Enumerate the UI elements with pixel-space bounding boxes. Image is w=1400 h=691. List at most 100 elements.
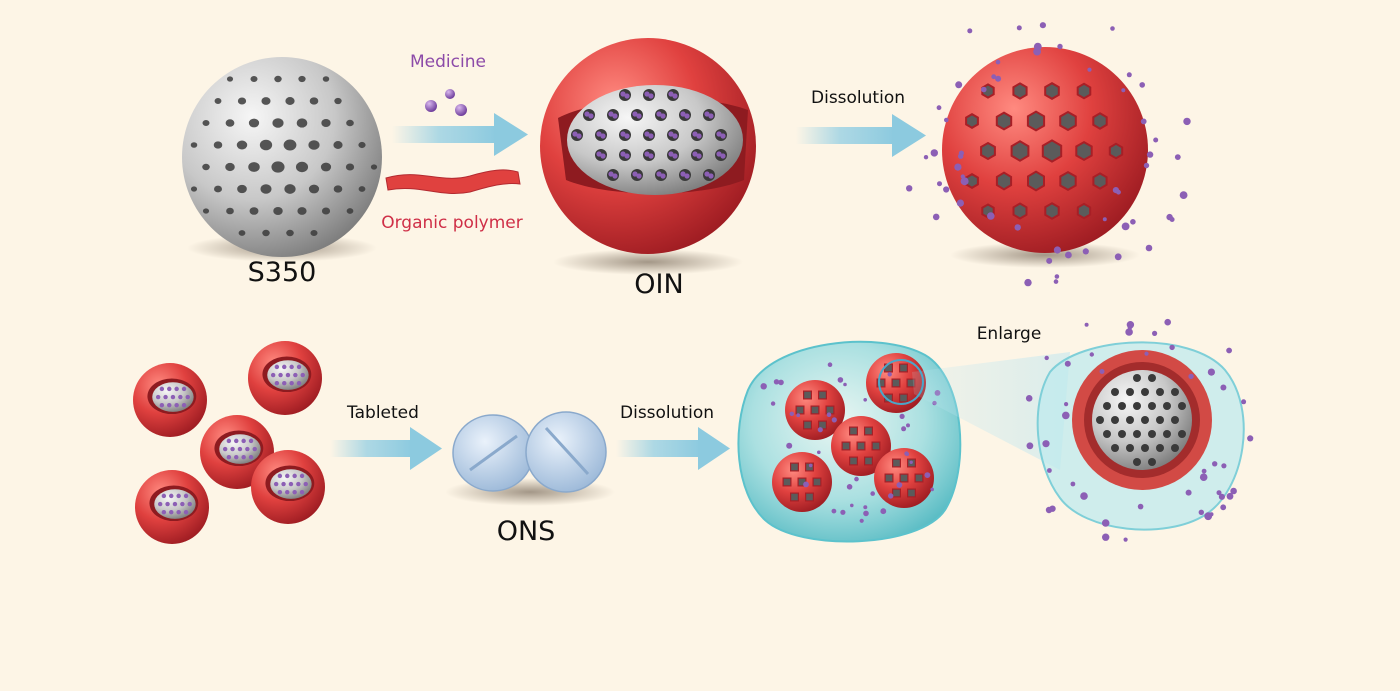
pore xyxy=(237,184,247,194)
drug-molecule xyxy=(863,398,867,402)
drug-molecule xyxy=(1039,22,1046,29)
drug-molecule xyxy=(1070,481,1076,487)
drug-molecule xyxy=(932,213,940,221)
drug-molecule xyxy=(1226,347,1232,354)
cage-opening xyxy=(1026,110,1046,132)
drug-molecule xyxy=(172,501,178,507)
drug-molecule xyxy=(1230,487,1237,495)
drug-molecule xyxy=(576,133,582,139)
drug-molecule xyxy=(624,133,630,139)
arrow-top-1 xyxy=(392,113,528,156)
drug-molecule xyxy=(278,372,283,378)
drug-molecule xyxy=(624,153,630,159)
drug-molecule xyxy=(1102,217,1107,222)
drug-molecule xyxy=(995,75,1002,82)
cage-opening xyxy=(1044,82,1060,100)
drug-molecule xyxy=(584,111,590,117)
pore xyxy=(1171,388,1179,396)
ons-tablets xyxy=(445,411,615,506)
pore xyxy=(249,207,259,215)
pore xyxy=(358,141,366,149)
drug-molecule xyxy=(1226,492,1234,500)
drug-molecule xyxy=(1247,435,1254,442)
pore xyxy=(202,119,210,127)
pore xyxy=(225,119,235,127)
drug-molecule xyxy=(632,111,638,117)
drug-molecule xyxy=(185,394,190,400)
drug-molecule xyxy=(906,423,910,428)
pore xyxy=(345,163,355,171)
drug-molecule xyxy=(299,473,305,479)
drug-molecule xyxy=(572,131,578,137)
drug-molecule xyxy=(282,380,287,386)
drug-molecule xyxy=(1199,473,1208,482)
drug-molecule xyxy=(704,171,710,177)
drug-molecule xyxy=(1033,42,1042,51)
pore xyxy=(260,184,272,194)
drug-molecule xyxy=(169,493,174,499)
pore xyxy=(1148,402,1156,410)
pore xyxy=(225,162,235,172)
drug-molecule xyxy=(1126,321,1135,329)
drug-molecule xyxy=(1082,248,1089,255)
drug-molecule xyxy=(967,28,973,34)
drug-molecule xyxy=(1116,189,1121,195)
drug-molecule xyxy=(1212,461,1218,467)
pore xyxy=(1126,416,1134,424)
drug-molecule xyxy=(837,377,844,383)
drug-molecule xyxy=(773,379,780,385)
drug-molecule xyxy=(1198,509,1205,515)
drug-molecule xyxy=(1053,279,1059,284)
drug-molecule xyxy=(600,133,606,139)
pore xyxy=(333,185,343,193)
pore xyxy=(202,163,210,171)
drug-molecule xyxy=(831,508,837,514)
dissolving-particle-small xyxy=(831,416,891,476)
drug-molecule xyxy=(241,438,246,444)
drug-molecule xyxy=(1057,43,1063,50)
pore xyxy=(236,140,248,150)
drug-molecule xyxy=(1145,244,1153,252)
drug-molecule xyxy=(181,386,187,392)
drug-molecule xyxy=(796,413,801,418)
pore xyxy=(298,75,306,83)
pore xyxy=(226,207,234,215)
drug-molecule xyxy=(167,402,172,408)
drug-molecule xyxy=(161,493,167,499)
enlarge-label: Enlarge xyxy=(977,324,1042,344)
drug-molecule xyxy=(954,163,962,171)
pore xyxy=(1126,388,1134,396)
drug-molecule xyxy=(289,380,294,386)
drug-molecule xyxy=(176,493,181,499)
drug-molecule xyxy=(899,413,905,419)
drug-molecule xyxy=(1045,506,1053,514)
drug-molecule xyxy=(161,509,167,515)
drug-molecule xyxy=(165,501,170,507)
drug-molecule xyxy=(827,362,833,368)
pore xyxy=(190,186,198,192)
drug-molecule xyxy=(183,493,189,499)
pore xyxy=(214,98,222,104)
pore xyxy=(322,76,330,82)
drug-molecule xyxy=(770,401,776,406)
drug-molecule xyxy=(273,481,279,487)
drug-molecule xyxy=(620,91,626,97)
drug-molecule xyxy=(270,372,276,378)
drug-molecule xyxy=(174,386,179,392)
drug-molecule xyxy=(181,402,187,408)
pore xyxy=(284,184,296,194)
drug-molecule xyxy=(600,153,606,159)
drug-molecule xyxy=(981,86,987,93)
drug-molecule xyxy=(789,411,794,416)
drug-molecule xyxy=(850,503,854,508)
enlarge-focus-ring xyxy=(878,359,924,405)
drug-molecule xyxy=(808,463,813,468)
drug-molecule xyxy=(277,489,283,495)
pore xyxy=(259,139,273,151)
pore xyxy=(285,97,295,105)
pore xyxy=(1126,444,1134,452)
drug-molecule xyxy=(692,151,698,157)
pore xyxy=(1133,430,1141,438)
drug-molecule xyxy=(608,111,614,117)
drug-molecule xyxy=(285,473,290,479)
